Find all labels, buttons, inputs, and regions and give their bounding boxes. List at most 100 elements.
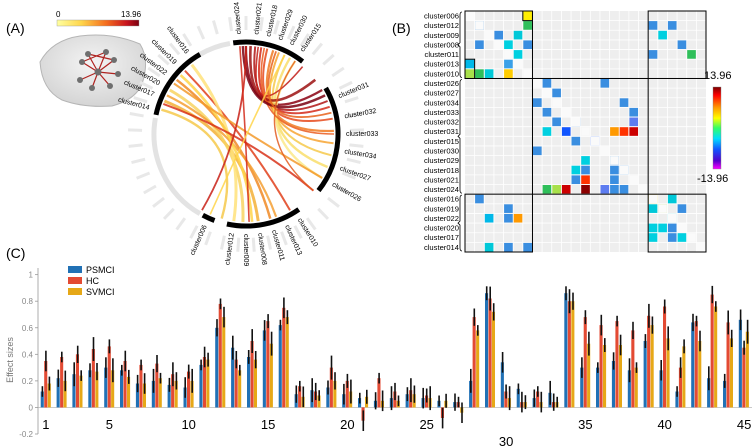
wheel-outer-tick xyxy=(327,196,340,208)
bar-psmci xyxy=(326,387,330,408)
wheel-outer-tick xyxy=(280,231,288,246)
legend-label-hc: HC xyxy=(86,276,99,286)
matrix-cell xyxy=(677,40,687,50)
chord-cluster-label: cluster012 xyxy=(224,232,235,265)
matrix-cell xyxy=(610,165,619,175)
matrix-cell xyxy=(533,146,542,156)
x-tick-label: 5 xyxy=(106,417,113,432)
bar-psmci xyxy=(564,293,568,408)
matrix-module-brace xyxy=(457,79,463,194)
matrix-cell xyxy=(484,242,494,252)
matrix-cell xyxy=(475,194,484,204)
matrix-cell xyxy=(523,21,532,30)
y-tick-label: 1 xyxy=(29,271,34,280)
matrix-cell xyxy=(610,185,619,194)
bar-psmci xyxy=(231,347,235,408)
matrix-cell xyxy=(504,213,513,223)
matrix-cell xyxy=(504,242,513,252)
chord-cluster-label: cluster031 xyxy=(338,81,371,100)
x-tick-label: 10 xyxy=(181,417,195,432)
bar-psmci xyxy=(516,388,520,408)
matrix-row-label: cluster031 xyxy=(424,127,459,136)
wheel-outer-tick xyxy=(293,225,303,239)
matrix-diagonal-cell xyxy=(504,50,513,59)
panel-b-colorbar-min-label: -13.96 xyxy=(697,173,728,185)
matrix-row-label: cluster012 xyxy=(424,21,459,30)
matrix-cell xyxy=(484,213,494,223)
legend-label-psmci: PSMCI xyxy=(86,265,115,275)
bar-hc xyxy=(139,364,143,408)
matrix-module-box xyxy=(464,193,533,253)
matrix-cell xyxy=(648,204,658,213)
wheel-outer-tick xyxy=(286,25,296,40)
wheel-outer-tick xyxy=(136,171,151,180)
bar-psmci xyxy=(659,370,663,408)
panel-a-label: (A) xyxy=(6,20,25,36)
chord-link xyxy=(161,108,229,219)
bar-hc xyxy=(567,301,571,408)
wheel-outer-tick xyxy=(311,42,323,56)
matrix-cell xyxy=(513,50,523,59)
bar-hc xyxy=(536,391,540,408)
wheel-module-segment xyxy=(232,39,305,64)
matrix-cell xyxy=(677,204,687,213)
chord-link xyxy=(201,45,247,211)
matrix-cell xyxy=(600,79,610,88)
x-tick-label: 15 xyxy=(261,417,275,432)
matrix-cell xyxy=(465,59,475,69)
matrix-diagonal-cell xyxy=(494,40,504,50)
bar-hc xyxy=(742,347,746,408)
matrix-module-box xyxy=(647,10,707,79)
matrix-cell xyxy=(552,185,561,194)
bar-svmci xyxy=(571,301,575,408)
panel-a-colorbar-min-label: 0 xyxy=(56,10,61,19)
bar-psmci xyxy=(40,391,44,408)
panel-b-colorbar-max-label: 13.96 xyxy=(704,70,732,82)
chord-cluster-label: cluster021 xyxy=(253,2,263,35)
bar-psmci xyxy=(262,330,266,408)
bar-svmci xyxy=(491,311,495,408)
legend-swatch-svmci xyxy=(68,288,82,295)
wheel-outer-tick xyxy=(139,80,154,90)
matrix-row-label: cluster022 xyxy=(424,214,459,223)
matrix-module-brace xyxy=(457,194,463,252)
wheel-outer-tick xyxy=(273,20,280,35)
bar-hc xyxy=(710,294,714,408)
wheel-outer-tick xyxy=(131,157,146,165)
bar-hc xyxy=(345,380,349,408)
bar-svmci xyxy=(111,370,115,408)
chord-link xyxy=(169,88,245,222)
wheel-outer-tick xyxy=(152,196,165,208)
wheel-outer-tick xyxy=(169,42,181,56)
matrix-diagonal-cell xyxy=(629,175,639,185)
bar-hc xyxy=(504,391,508,408)
bar-svmci xyxy=(47,383,51,408)
matrix-diagonal-cell xyxy=(571,117,581,127)
bar-hc xyxy=(187,371,191,408)
wheel-outer-tick xyxy=(204,231,212,246)
bar-psmci xyxy=(485,293,489,408)
wheel-outer-tick xyxy=(128,143,143,148)
bar-hc xyxy=(678,367,682,408)
matrix-diagonal-cell xyxy=(542,88,552,98)
panel-b-colorbar-gradient xyxy=(712,86,722,170)
matrix-diagonal-cell xyxy=(484,30,494,40)
bar-hc xyxy=(488,298,492,408)
bar-hc xyxy=(663,306,667,408)
x-tick-label: 45 xyxy=(737,417,751,432)
bar-hc xyxy=(155,363,159,408)
matrix-cell xyxy=(504,204,513,213)
wheel-outer-tick xyxy=(157,53,170,66)
matrix-row-label: cluster019 xyxy=(424,204,459,213)
wheel-outer-tick xyxy=(182,33,193,47)
bar-svmci xyxy=(158,378,162,408)
wheel-outer-tick xyxy=(162,207,175,220)
matrix-module-box xyxy=(531,77,649,195)
bar-svmci xyxy=(79,375,83,408)
matrix-row-label: cluster018 xyxy=(424,166,459,175)
matrix-diagonal-cell xyxy=(523,69,532,78)
brain-glyph xyxy=(39,34,146,107)
matrix-row-label: cluster011 xyxy=(425,50,459,59)
